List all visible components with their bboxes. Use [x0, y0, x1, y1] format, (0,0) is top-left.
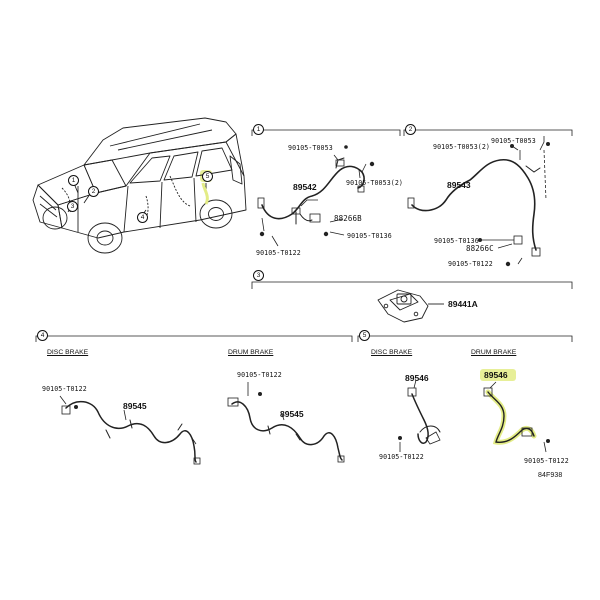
- s4-bolt-right-label: 90105-T0122: [237, 371, 282, 379]
- s4-drum-part-label: 89545: [280, 409, 304, 419]
- s5-bolt-left-label: 90105-T0122: [379, 453, 424, 461]
- highlight-part-89546-label: [480, 369, 516, 381]
- s1-bolt-right-label: 90105-T0136: [347, 232, 392, 240]
- s1-bolt-top-label: 90105-T0053: [288, 144, 333, 152]
- car-callout-2: 2: [88, 186, 99, 197]
- section-5-bracket: [357, 335, 573, 342]
- section-1-bracket: [251, 129, 401, 136]
- diagram-code: 84F938: [538, 472, 563, 479]
- section-3-bracket: [251, 281, 573, 289]
- s2-bolt-top2-label: 90105-T0053(2): [433, 143, 490, 151]
- section-2-bracket: [403, 129, 573, 136]
- s2-bolt-top-label: 90105-T0053: [491, 137, 536, 145]
- section-4-disc-wire: [65, 400, 197, 463]
- section-2-sensor-wire: [411, 158, 541, 251]
- s4-bolt-left-label: 90105-T0122: [42, 385, 87, 393]
- s4-disc-part-label: 89545: [123, 401, 147, 411]
- s1-bolt-top2-label: 90105-T0053(2): [346, 179, 403, 187]
- s2-bolt-mid-label: 90105-T0136: [434, 237, 479, 245]
- s2-bolt-bottom-label: 90105-T0122: [448, 260, 493, 268]
- section-1-number: 1: [253, 124, 264, 135]
- s5-drum-brake-heading: DRUM BRAKE: [471, 349, 517, 356]
- car-callout-3: 3: [67, 201, 78, 212]
- s4-disc-brake-heading: DISC BRAKE: [47, 349, 89, 356]
- section-4-bracket: [35, 335, 353, 342]
- car-callout-4: 4: [137, 212, 148, 223]
- s1-main-part-label: 89542: [293, 182, 317, 192]
- section-2-number: 2: [405, 124, 416, 135]
- section-5-drum-wire: [487, 391, 535, 444]
- car-callout-5: 5: [202, 171, 213, 182]
- section-4-drum-wire: [231, 401, 343, 461]
- s5-disc-part-label: 89546: [405, 373, 429, 383]
- car-callout-1: 1: [68, 175, 79, 186]
- section-5-number: 5: [359, 330, 370, 341]
- s2-clip-label: 88266C: [466, 244, 494, 253]
- vehicle-illustration: [32, 117, 247, 254]
- section-5-disc-wire: [411, 393, 441, 445]
- s5-disc-brake-heading: DISC BRAKE: [371, 349, 413, 356]
- s2-main-part-label: 89543: [447, 180, 471, 190]
- s1-bolt-bottom-label: 90105-T0122: [256, 249, 301, 257]
- s5-bolt-right-label: 90105-T0122: [524, 457, 569, 465]
- highlight-car-sensor: [201, 182, 209, 205]
- s1-clip-label: 88266B: [334, 214, 362, 223]
- s5-drum-part-label: 89546: [484, 370, 508, 380]
- s4-drum-brake-heading: DRUM BRAKE: [228, 349, 274, 356]
- section-4-number: 4: [37, 330, 48, 341]
- section-3-bracket-part: [377, 289, 444, 323]
- section-3-number: 3: [253, 270, 264, 281]
- s3-main-part-label: 89441A: [448, 299, 478, 309]
